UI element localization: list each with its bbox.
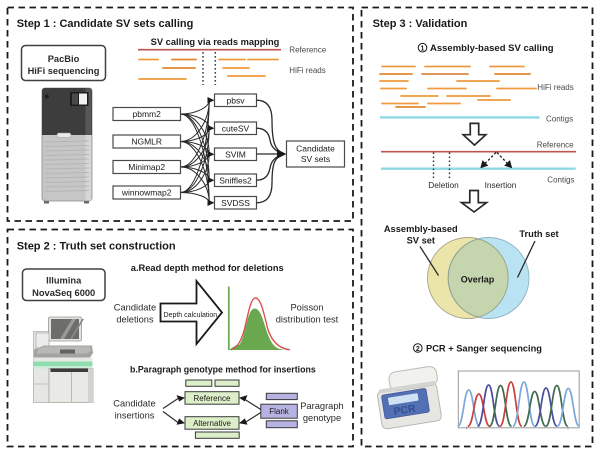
svg-text:SV sets: SV sets <box>301 154 330 164</box>
svg-text:HiFi reads: HiFi reads <box>289 66 325 75</box>
svg-text:Candidate: Candidate <box>114 303 156 313</box>
svg-text:1: 1 <box>421 46 425 53</box>
svg-text:distribution test: distribution test <box>276 315 339 325</box>
svg-text:PCR + Sanger sequencing: PCR + Sanger sequencing <box>426 343 542 353</box>
svg-text:SV calling via reads mapping: SV calling via reads mapping <box>151 37 280 47</box>
svg-text:HiFi reads: HiFi reads <box>537 83 573 92</box>
svg-text:winnowmap2: winnowmap2 <box>121 188 172 198</box>
svg-text:cuteSV: cuteSV <box>222 124 250 134</box>
svg-text:Alternative: Alternative <box>193 419 231 428</box>
svg-text:deletions: deletions <box>116 315 154 325</box>
svg-text:SVDSS: SVDSS <box>221 198 250 208</box>
svg-text:2: 2 <box>416 346 420 353</box>
svg-text:pbmm2: pbmm2 <box>133 109 162 119</box>
svg-text:Assembly-based SV calling: Assembly-based SV calling <box>430 43 554 54</box>
svg-text:a.Read depth method for deleti: a.Read depth method for deletions <box>131 263 284 273</box>
svg-text:Paragraph: Paragraph <box>300 401 343 411</box>
svg-text:insertions: insertions <box>115 411 155 421</box>
svg-text:genotype: genotype <box>303 413 341 423</box>
svg-text:Step 2 : Truth set constructio: Step 2 : Truth set construction <box>17 241 176 253</box>
svg-text:Depth calculation: Depth calculation <box>164 312 218 319</box>
svg-text:Truth set: Truth set <box>519 229 558 239</box>
svg-text:SV set: SV set <box>407 236 435 246</box>
svg-text:Flank: Flank <box>269 407 290 416</box>
svg-text:SVIM: SVIM <box>225 150 246 160</box>
svg-text:b.Paragraph genotype method fo: b.Paragraph genotype method for insertio… <box>130 364 316 374</box>
svg-text:NovaSeq 6000: NovaSeq 6000 <box>32 288 95 298</box>
svg-text:Minimap2: Minimap2 <box>128 162 165 172</box>
svg-text:Contigs: Contigs <box>547 176 574 185</box>
svg-text:pbsv: pbsv <box>227 96 246 106</box>
svg-text:PacBio: PacBio <box>48 54 80 64</box>
svg-text:Illumina: Illumina <box>46 276 82 286</box>
svg-text:Insertion: Insertion <box>485 180 517 190</box>
svg-text:Reference: Reference <box>289 46 326 55</box>
svg-text:Deletion: Deletion <box>428 180 459 190</box>
svg-text:Overlap: Overlap <box>461 274 495 284</box>
svg-text:Reference: Reference <box>194 394 231 403</box>
svg-text:Poisson: Poisson <box>290 303 323 313</box>
svg-text:Step 3 : Validation: Step 3 : Validation <box>373 18 468 30</box>
svg-text:NGMLR: NGMLR <box>131 137 162 147</box>
svg-text:HiFi sequencing: HiFi sequencing <box>28 66 100 76</box>
svg-text:Reference: Reference <box>537 140 574 149</box>
svg-text:Candidate: Candidate <box>113 399 155 409</box>
svg-text:Step 1 : Candidate SV sets cal: Step 1 : Candidate SV sets calling <box>17 18 194 30</box>
svg-text:Candidate: Candidate <box>296 143 335 153</box>
svg-text:Sniffles2: Sniffles2 <box>219 176 252 186</box>
svg-text:PCR: PCR <box>393 403 417 418</box>
svg-text:Contigs: Contigs <box>546 115 573 124</box>
svg-text:Assembly-based: Assembly-based <box>384 224 458 234</box>
